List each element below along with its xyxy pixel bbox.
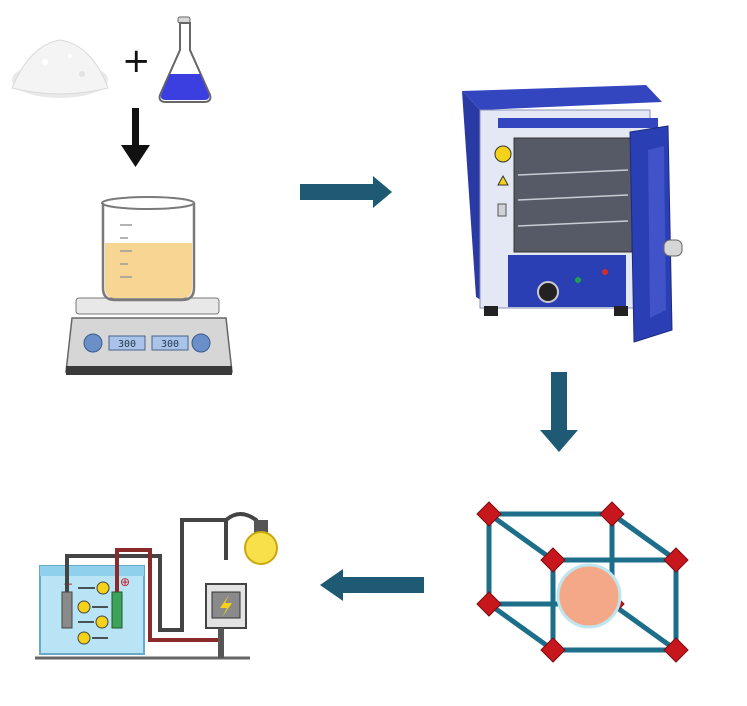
crystal-node [540, 547, 566, 573]
ion [95, 615, 109, 629]
hotplate-knob-right [191, 333, 211, 353]
arrow-left-to-electrochem [320, 569, 424, 601]
erlenmeyer-flask-icon [158, 16, 212, 103]
hotplate-display-left: 300 [118, 339, 136, 350]
plus-sign: + [122, 41, 151, 81]
crystal-node [599, 501, 625, 527]
electrode-right [111, 591, 123, 629]
ion [77, 600, 91, 614]
drying-oven [462, 85, 683, 343]
crystal-node [476, 501, 502, 527]
electrochemical-cell: − ⊕ [35, 512, 278, 660]
crystal-node [476, 591, 502, 617]
arrow-right-to-oven [300, 176, 392, 208]
electrode-left [61, 591, 73, 629]
electrode-plus-sign: ⊕ [120, 575, 130, 589]
crystal-node [663, 637, 689, 663]
salt-powder-pile [11, 39, 109, 98]
beaker-with-solution [101, 196, 196, 302]
hotplate-display-right: 300 [161, 339, 179, 350]
hotplate-stirrer: 300 300 [65, 297, 233, 375]
crystal-node [540, 637, 566, 663]
ion [77, 631, 91, 645]
oven-warning-label [494, 145, 512, 163]
light-bulb-icon [244, 520, 278, 565]
hotplate-knob-left [83, 333, 103, 353]
ion [96, 581, 110, 595]
crystal-node [663, 547, 689, 573]
guest-sphere [556, 563, 622, 629]
arrow-down-to-beaker [121, 108, 150, 167]
oven-dial [537, 281, 559, 303]
arrow-down-to-crystal [540, 372, 578, 452]
